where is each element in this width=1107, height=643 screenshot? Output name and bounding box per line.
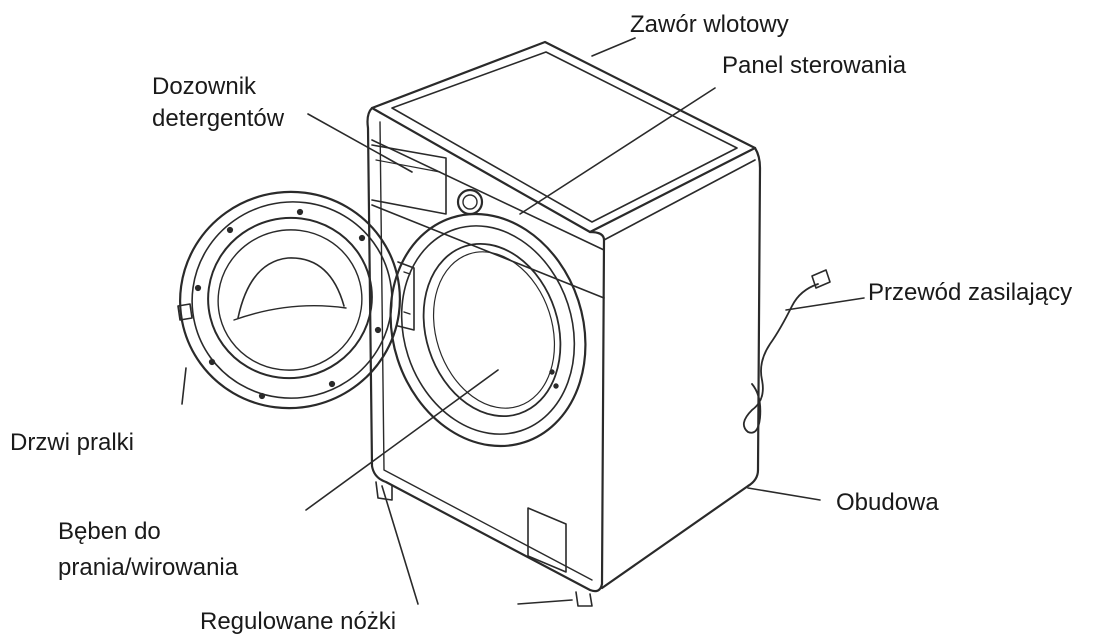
label-power-cord: Przewód zasilający <box>868 279 1073 306</box>
label-feet: Regulowane nóżki <box>200 608 397 635</box>
leader-drum <box>305 369 499 511</box>
label-detergent-dispenser-line1: Dozownik <box>152 73 257 100</box>
leader-feet <box>381 485 419 605</box>
label-inlet-valve: Zawór wlotowy <box>630 11 789 38</box>
door-drawing <box>177 190 415 410</box>
label-housing: Obudowa <box>836 489 939 516</box>
leader-door <box>181 367 187 405</box>
leader-inlet-valve <box>591 37 636 57</box>
label-door: Drzwi pralki <box>10 429 135 456</box>
leader-power-cord <box>785 297 865 311</box>
label-drum-line2: prania/wirowania <box>58 554 239 581</box>
leader-housing <box>747 487 821 501</box>
label-control-panel: Panel sterowania <box>722 52 907 79</box>
leader-lines <box>181 37 865 605</box>
label-drum-line1: Bęben do <box>58 518 161 545</box>
power-cord-drawing <box>742 269 831 434</box>
porthole-drawing <box>389 212 587 448</box>
leader-control-panel <box>519 87 716 215</box>
cabinet-drawing <box>366 40 762 607</box>
leader-feet-2 <box>517 599 573 605</box>
leader-detergent-dispenser <box>307 113 413 173</box>
label-detergent-dispenser-line2: detergentów <box>152 105 285 132</box>
